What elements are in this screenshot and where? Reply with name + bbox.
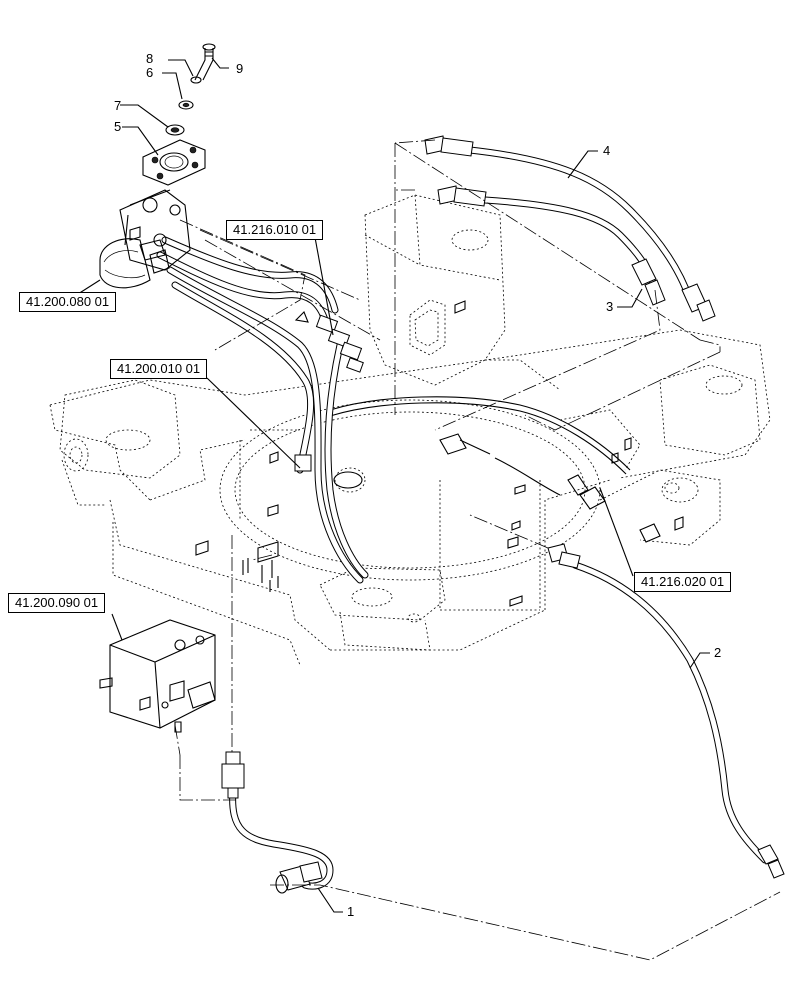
frame-fittings [195,300,684,607]
valve-block [99,619,216,733]
ref-41-216-010-01[interactable]: 41.216.010 01 [226,220,324,240]
ref-41-200-090-01[interactable]: 41.200.090 01 [8,593,106,613]
callout-6: 6 [146,65,154,80]
callout-7: 7 [114,98,122,113]
callout-3: 3 [606,299,614,314]
hose-1 [221,751,334,894]
steering-tube [329,396,631,496]
main-hoses [156,236,369,584]
callout-1: 1 [347,904,355,919]
axle-frame-outline [49,194,771,666]
callout-4: 4 [603,143,611,158]
callout-8: 8 [146,51,154,66]
ref-41-216-020-01[interactable]: 41.216.020 01 [634,572,732,592]
hose-2 [547,543,785,879]
hose-4 [424,135,716,322]
ref-41-200-010-01[interactable]: 41.200.010 01 [110,359,208,379]
flange-and-bolt [142,43,216,186]
swivel-motor [99,189,191,289]
leader-lines [66,57,710,913]
hose-3 [437,185,666,306]
ref-41-200-080-01[interactable]: 41.200.080 01 [19,292,117,312]
callout-2: 2 [714,645,722,660]
assembly-chain-lines [174,139,781,961]
callout-5: 5 [114,119,122,134]
callout-9: 9 [236,61,244,76]
